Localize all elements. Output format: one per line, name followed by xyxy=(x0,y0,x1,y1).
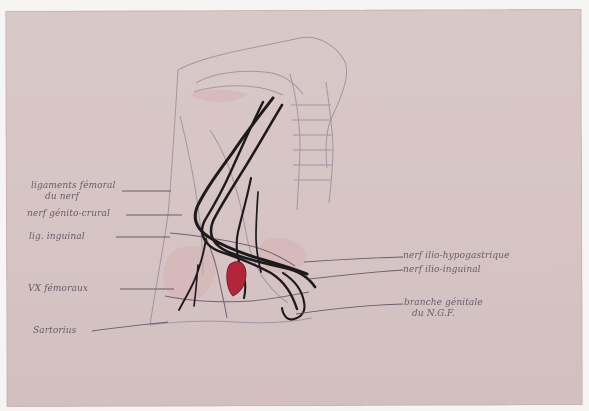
label-sartorius: Sartorius xyxy=(33,326,76,337)
label-vx-femoraux: VX fémoraux xyxy=(28,284,88,295)
label-lig-inguinal-line1: lig. inguinal xyxy=(29,232,85,243)
label-ligament-femoral: ligaments fémoral du nerf xyxy=(31,181,116,203)
label-ligament-femoral-line2: du nerf xyxy=(31,192,116,203)
spine-column xyxy=(290,74,300,210)
label-nerf-ilio-inguinal: nerf ilio-inguinal xyxy=(403,265,481,276)
label-nerf-genito-crural: nerf génito-crural xyxy=(27,209,110,220)
label-nerf-ilio-hypogastrique: nerf ilio-hypogastrique xyxy=(403,251,510,262)
label-branche-genitale: branche génitale du N.G.F. xyxy=(404,298,483,320)
label-branche-genitale-line1: branche génitale xyxy=(404,298,483,309)
label-lig-inguinal: lig. inguinal xyxy=(29,232,85,243)
label-sartorius-line1: Sartorius xyxy=(33,326,76,337)
spine-column-right xyxy=(326,82,333,203)
label-nerf-ilio-inguinal-line1: nerf ilio-inguinal xyxy=(403,265,481,276)
label-branche-genitale-line2: du N.G.F. xyxy=(404,309,483,320)
label-nerf-ilio-hypogastrique-line1: nerf ilio-hypogastrique xyxy=(403,251,510,262)
muscle-shading-1 xyxy=(163,246,216,301)
label-nerf-genito-crural-line1: nerf génito-crural xyxy=(27,209,110,220)
nerve-main-3 xyxy=(202,102,297,309)
label-ligament-femoral-line1: ligaments fémoral xyxy=(31,181,116,192)
leader-ilio-hypogastrique xyxy=(304,257,403,262)
leader-branche-genitale xyxy=(296,304,403,314)
leader-sartorius xyxy=(92,322,168,331)
label-vx-femoraux-line1: VX fémoraux xyxy=(28,284,88,295)
leader-ilio-inguinal xyxy=(309,270,403,279)
red-vessel xyxy=(227,262,246,296)
muscle-shading-3 xyxy=(190,90,248,102)
